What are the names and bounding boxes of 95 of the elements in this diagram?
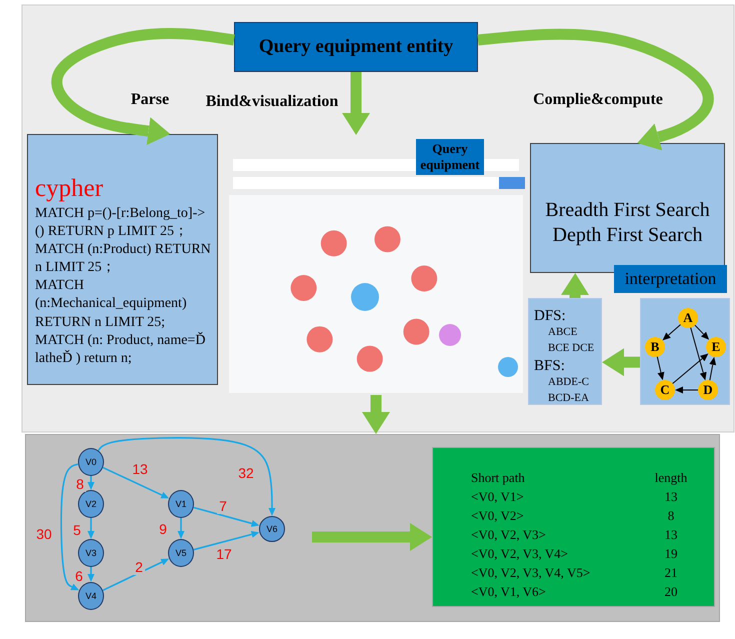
node-label: C [660,382,670,398]
graph-node [706,337,726,357]
graph-node [655,380,675,400]
box-title: Query equipment entity [258,36,454,58]
node-label: V1 [175,499,186,509]
graph-node [678,308,698,328]
node-label: E [712,339,720,355]
graph-node [259,516,285,542]
graph-node [168,539,194,567]
traversal-label: BFS: [534,356,566,375]
arrow [564,273,586,298]
algorithm-box [530,143,725,273]
table-header: length [654,469,688,487]
arrow [51,28,235,142]
code-text: MATCH (n:Mechanical_equipment) RETURN n LIMIT 25; [35,277,188,332]
graph-node [78,539,104,567]
node-label: V4 [85,591,96,601]
edge-label: 9 [157,521,169,537]
graph-box [640,298,730,405]
table-header: Short path [471,469,526,487]
arrow [345,72,368,135]
node-label: D [703,382,713,398]
graph-panel [25,434,720,622]
node-label: A [683,310,693,326]
arrow [663,324,681,340]
table-cell-text: 8 [666,507,676,525]
tag-box [614,265,727,293]
arrow [60,463,78,590]
graph-node [78,582,104,610]
edge-label: 17 [214,546,234,562]
arrow [656,356,664,380]
node-label: V6 [266,524,278,534]
table-cell-text: <V0, V1> [471,488,525,506]
arrow [88,476,94,489]
node-label: V2 [85,499,96,509]
table-cell-text: 13 [664,488,678,506]
code-box [27,134,218,385]
table-cell-text: <V0, V2> [471,507,525,525]
edge-label: 32 [236,465,256,481]
arrow [88,518,94,538]
tag-text: Query equipment [419,141,481,174]
edge-label: Complie&compute [531,91,665,109]
table-cell-text: 13 [664,526,678,544]
edge-label: 8 [74,476,86,492]
arrow [676,386,698,394]
algorithm-name: Breadth First Search [545,198,710,223]
table-cell-text: 19 [664,545,678,563]
arrow [193,530,258,550]
arrow [602,351,640,374]
graph-node [78,448,104,476]
node-label: V3 [85,548,96,558]
title-box [234,22,478,72]
edge-label: 6 [73,568,85,584]
graph-node [168,490,194,518]
edge-label: 13 [130,461,150,477]
table-cell-text: <V0, V2, V3, V4> [471,545,570,563]
arrow [312,526,432,548]
results-table [432,447,715,607]
arrow [672,354,708,384]
table-cell-text: 21 [664,564,678,582]
node-label: V5 [175,548,186,558]
traversal-order: ABCE BCE DCE [547,325,596,356]
edge-label: 30 [34,526,54,542]
code-title: cypher [35,175,104,202]
edge-label: 2 [133,559,145,575]
algorithm-name: Depth First Search [552,223,702,248]
node-label: B [650,339,660,355]
edge-label: 5 [71,522,83,538]
arrow [477,28,714,148]
graph-node [645,337,665,357]
table-cell-text: <V0, V1, V6> [471,583,547,601]
arrow [88,567,94,581]
graph-node [78,490,104,518]
tag-text: interpretation [624,268,718,290]
arrow [102,466,168,498]
table-cell-text: <V0, V2, V3, V4, V5> [471,564,592,582]
arrow [98,436,276,515]
traversal-box [528,298,602,405]
code-text: MATCH (n: Product, name=Ď latheĎ ) return n; [35,332,206,368]
arrow [690,327,707,380]
arrow [365,395,387,434]
traversal-label: DFS: [534,307,567,325]
node-label: V0 [85,457,96,467]
code-text: MATCH (n:Product) RETURN n LIMIT 25； [35,240,211,278]
arrow [193,506,258,527]
arrow [178,518,184,538]
arrow [709,358,716,381]
arrow [694,324,708,340]
arrow [102,558,168,592]
table-cell-text: <V0, V2, V3> [471,526,547,544]
table-cell-text: 20 [664,583,678,601]
graph-node [698,380,718,400]
code-text: MATCH p=()-[r:Belong_to]->() RETURN p LIMIT 25； [35,204,206,241]
edge-label: 7 [217,498,229,514]
traversal-order: ABDE-C BCD-EA [547,374,590,406]
